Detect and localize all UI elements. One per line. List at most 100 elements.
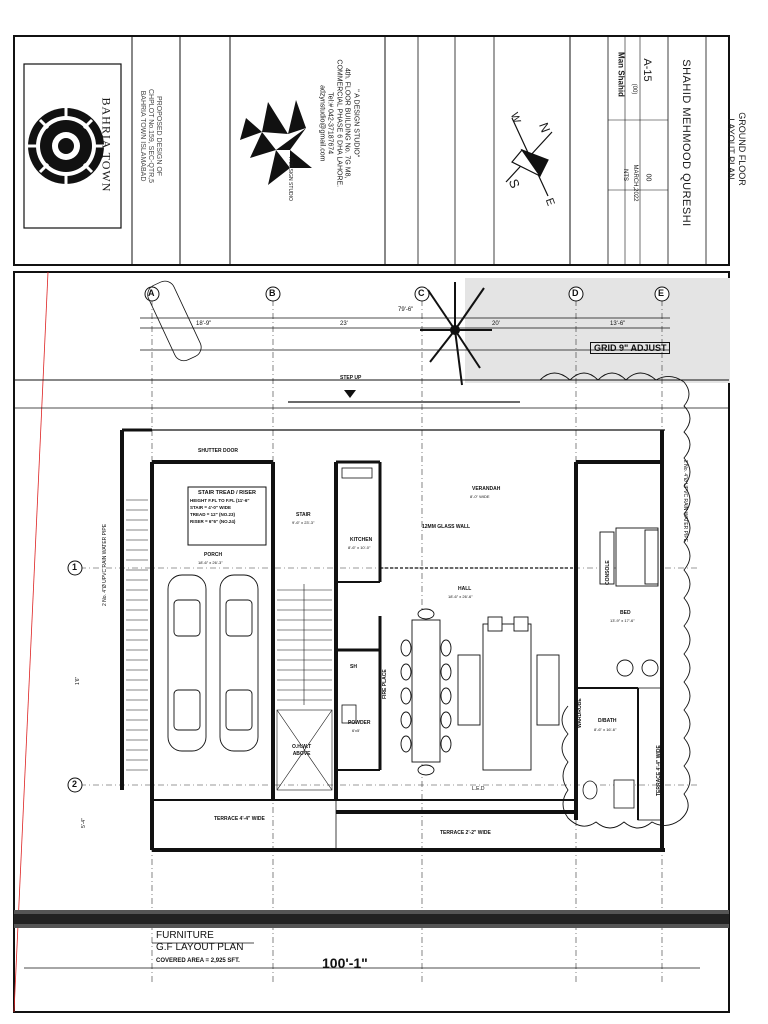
step-up-label: STEP UP: [340, 375, 362, 381]
porch-size: 18'-6" x 26'-3": [198, 560, 223, 565]
palm-tree-icon: [420, 282, 492, 386]
dim-top-2: 23': [340, 321, 348, 327]
studio-logo: [240, 100, 312, 185]
studio-logo-text: A DESIGN STUDIO: [287, 157, 293, 201]
hall-label: HALL: [458, 586, 472, 592]
dbath-label: D/BATH: [598, 718, 617, 724]
terrace-3-label: TERRACE 4'-4" WIDE: [656, 745, 662, 796]
bathroom-fixtures-icon: [341, 467, 635, 809]
drawing-number: A-15: [641, 58, 653, 82]
ohwt-label: O.H.W.T ABOVE: [292, 744, 311, 758]
project-line-3: BAHRIA TOWN ISLAMABAD: [139, 90, 146, 182]
stair-note-tread: TREAD = 12" (NO.23): [190, 512, 236, 517]
bahria-town-logo-text: BAHRIA TOWN: [99, 97, 114, 193]
stair-note-riser: RISER = 6"6" (NO.24): [190, 519, 236, 524]
covered-area: COVERED AREA = 2,925 SFT.: [156, 958, 240, 964]
terrace-2-label: TERRACE 2'-2" WIDE: [440, 830, 491, 836]
ohwt-line-2: ABOVE: [292, 751, 311, 757]
wardrobe-label: WARDROBE: [577, 698, 583, 728]
project-line-2: CHPLOT No.159, SEC-QTR,5: [147, 88, 154, 183]
stair-label: STAIR: [296, 512, 311, 518]
shower-label: SH: [350, 664, 357, 670]
stair-treads-left: [126, 499, 148, 771]
rain-pipe-label-left: 2 No. 4"Ø UPVC RAIN WATER PIPE: [102, 523, 108, 606]
studio-address-1: 4th. FLOOR BUILDING No. 7G M8,: [343, 68, 351, 179]
drawing-title-2: LAYOUT PLAN: [726, 118, 736, 180]
side-dim-label: 1'6": [75, 676, 81, 685]
client-name: SHAHID MEHMOOD QURESHI: [680, 59, 692, 227]
plan-title: FURNITURE G.F LAYOUT PLAN: [156, 930, 243, 954]
outer-frame: [3, 3, 765, 1021]
drawing-title-1: GROUND FLOOR: [737, 112, 747, 186]
dim-top-1: 18'-9": [196, 321, 212, 327]
shutter-door-label: SHUTTER DOOR: [198, 448, 238, 454]
dim-top-3: 79'-6": [398, 307, 414, 313]
terraces: [151, 687, 663, 851]
project-line-1: PROPOSED DESIGN OF: [155, 95, 162, 177]
tree-outline: [539, 372, 691, 829]
stair-note-box: [187, 486, 267, 546]
step-up-arrow-icon: [288, 390, 520, 403]
kitchen-size: 8'-6" x 10'-0": [348, 545, 371, 550]
verandah-label: VERANDAH: [472, 486, 501, 492]
stair-note-title: STAIR TREAD / RISER: [198, 490, 256, 496]
bed-size: 13'-9" x 17'-6": [610, 618, 635, 623]
plan-title-1: FURNITURE: [156, 930, 214, 941]
porch-label: PORCH: [204, 552, 223, 558]
lawn-hatch: [465, 278, 730, 383]
date-value: MARCH,2022: [632, 164, 638, 202]
stair-size: 9'-6" x 23'-3": [292, 520, 315, 525]
dbath-size: 8'-6" x 16'-6": [594, 727, 617, 732]
grid-label-d: D: [572, 288, 579, 298]
studio-address-2: COMMERCIAL PHASE 6 DHA LAHORE.: [335, 59, 343, 188]
dim-top-4: 20': [492, 321, 500, 327]
stair-note-width: STAIR = 4'-0" WIDE: [190, 505, 232, 510]
ohwt-line-1: O.H.W.T: [292, 744, 312, 750]
drawn-code: (00): [631, 83, 637, 95]
overall-dimension: 100'-1": [322, 955, 368, 971]
stair-treads-main: [276, 584, 333, 791]
plan-title-2: G.F LAYOUT PLAN: [156, 942, 244, 953]
glass-wall-label: 12MM GLASS WALL: [422, 524, 471, 530]
lcd-label: L.E.D: [472, 786, 485, 792]
studio-email: adzynstudio@gmail.com: [318, 85, 326, 162]
car-icon: [167, 574, 259, 752]
rain-pipe-label-right: 2 No. 4"Ø UPVC RAIN WATER PIPE: [682, 460, 688, 543]
grid-label-2: 2: [72, 779, 78, 789]
parked-car-top: [147, 280, 202, 362]
scale-value: NTS: [622, 169, 628, 181]
terrace-1-label: TERRACE 4'-4" WIDE: [214, 816, 265, 822]
studio-name: " A DESIGN STUDIO": [352, 89, 360, 158]
grid-adjust-label: GRID 9" ADJUST: [590, 342, 671, 354]
kitchen-label: KITCHEN: [350, 537, 373, 543]
plan-border: [13, 271, 730, 1013]
title-block: [13, 35, 730, 266]
console-label: CONSOLE: [605, 560, 611, 585]
side-dim-label-2: 5'-4": [81, 818, 87, 828]
verandah-size: 8'-0" WIDE: [470, 494, 490, 499]
powder-label: POWDER: [348, 720, 371, 726]
dim-top-5: 13'-6": [610, 321, 626, 327]
fireplace-label: FIRE PLACE: [382, 669, 388, 699]
grid-label-a: A: [148, 288, 155, 298]
drawn-by: Man Shahid: [616, 52, 626, 97]
grid-label-1: 1: [72, 562, 78, 572]
stair-note-height: HEIGHT F.FL TO F.FL (11'-6": [190, 498, 250, 503]
north-arrow-icon: [505, 117, 553, 197]
sofa-set-icon: [457, 616, 560, 771]
dining-table-icon: [400, 608, 452, 776]
bottom-dimension-line: [24, 942, 700, 969]
powder-size: 6'x5': [352, 728, 360, 733]
sheet-number: 00: [644, 173, 652, 182]
grid-label-c: C: [418, 288, 425, 298]
studio-phone: Tel:# 042-37187674: [326, 92, 334, 155]
grid-label-b: B: [269, 288, 276, 298]
grid-bubbles: [67, 286, 670, 793]
grid-label-e: E: [658, 288, 665, 298]
bed-label: BED: [620, 610, 631, 616]
boundary-wall-band: [14, 910, 729, 928]
hall-size: 18'-6" x 26'-6": [448, 594, 473, 599]
bed-icon: [599, 527, 659, 677]
stair-note: STAIR TREAD / RISER HEIGHT F.FL TO F.FL …: [190, 490, 256, 525]
